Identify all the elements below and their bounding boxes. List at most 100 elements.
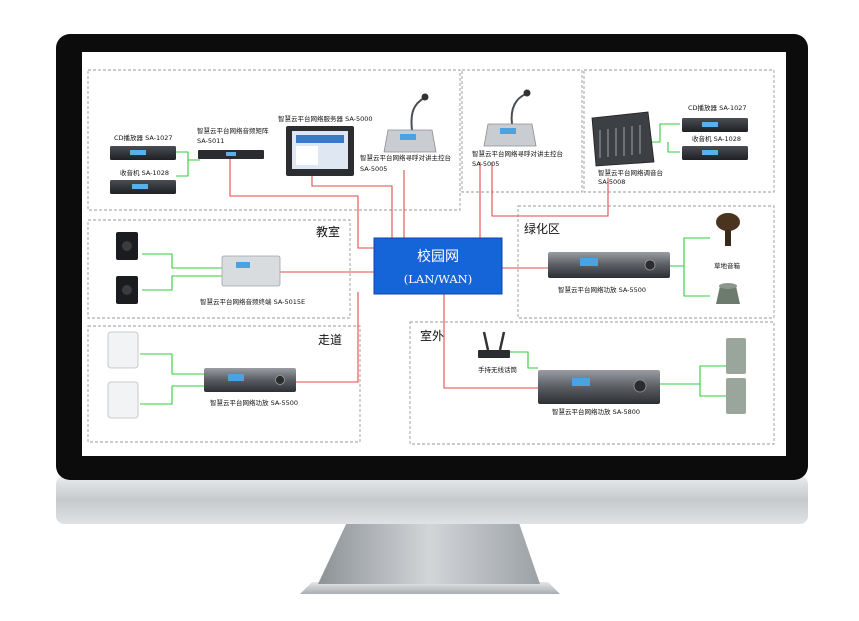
amplifier-icon (548, 252, 670, 278)
intercom-right: 智慧云平台网络寻呼对讲主控台 SA-5005 (472, 89, 563, 168)
zone-classroom (87, 219, 351, 319)
cd-player-left: CD播放器 SA-1027 (110, 133, 176, 160)
mic-head (523, 89, 531, 97)
monitor-chin (56, 476, 808, 524)
zone-outdoor (409, 321, 775, 445)
zone-green-area (517, 205, 775, 319)
lawn-speaker-icon (716, 213, 740, 231)
amp-display (228, 374, 244, 381)
monitor-stand-neck (318, 520, 540, 584)
terminal-display (236, 262, 250, 268)
network-mixer: 智慧云平台网络调音台 SA-5008 (591, 111, 663, 186)
mixer-faders (599, 125, 641, 158)
radio-left: 收音机 SA-1028 (110, 168, 176, 194)
amp-knob (644, 259, 656, 271)
server-label: 智慧云平台网络服务器 SA-5000 (278, 114, 373, 123)
mic-receiver-icon (478, 350, 510, 358)
classroom-speakers (116, 232, 138, 304)
console-body (383, 129, 437, 153)
radio-right-label: 收音机 SA-1028 (692, 134, 741, 143)
audio-matrix-label-a: 智慧云平台网络音频矩阵 (197, 126, 269, 135)
zone-outdoor-title: 室外 (420, 328, 444, 343)
wireless-microphone-icon (498, 331, 506, 351)
lawn-speaker-top (719, 283, 737, 289)
amp-corridor: 智慧云平台网络功放 SA-5500 (204, 368, 298, 407)
amp-knob (275, 375, 285, 385)
mic-head (421, 93, 429, 101)
radio-left-label: 收音机 SA-1028 (120, 168, 169, 177)
radio-right: 收音机 SA-1028 (682, 134, 748, 160)
zone-boxes (87, 69, 775, 445)
amplifier-icon (538, 370, 660, 404)
zone-corridor-title: 走道 (318, 333, 342, 347)
terminal-icon (221, 255, 281, 287)
mixer-icon (591, 111, 655, 167)
audio-lines (140, 123, 726, 405)
lawn-speaker-label: 草地音箱 (714, 261, 741, 270)
rack-display (702, 150, 718, 155)
audio-matrix-label-b: SA-5011 (197, 137, 224, 145)
amp-display (572, 378, 590, 386)
zone-classroom-title: 教室 (316, 224, 340, 239)
server-screen-window (296, 135, 344, 143)
speaker-cone (122, 241, 132, 251)
console-body (483, 123, 537, 147)
wireless-microphone-icon (482, 331, 490, 351)
audio-matrix: 智慧云平台网络音频矩阵 SA-5011 (197, 126, 269, 159)
server-screen-panel (296, 146, 318, 165)
mixer-label-a: 智慧云平台网络调音台 (598, 168, 663, 177)
hub-box (373, 237, 503, 295)
audio-terminal: 智慧云平台网络音频终端 SA-5015E (200, 255, 305, 306)
zone-green-area-title: 绿化区 (524, 221, 560, 236)
console-display (400, 134, 416, 140)
rack-display (702, 122, 718, 127)
wireless-mic-label: 手持无线话筒 (478, 365, 518, 374)
wall-speaker-icon (107, 331, 139, 369)
amp-outdoor-label: 智慧云平台网络功放 SA-5800 (552, 407, 640, 416)
wireless-mic: 手持无线话筒 (478, 331, 518, 374)
lawn-speaker-icon (716, 286, 740, 304)
column-speaker-icon (726, 338, 746, 374)
zone-control-room (87, 69, 461, 211)
monitor-stand-base (300, 582, 560, 594)
lawn-speakers: 草地音箱 (714, 213, 741, 304)
hub-subtitle: (LAN/WAN) (404, 272, 472, 286)
terminal-label: 智慧云平台网络音频终端 SA-5015E (200, 297, 305, 306)
outdoor-column-speakers (726, 338, 746, 414)
cd-player-right-label: CD播放器 SA-1027 (688, 103, 747, 112)
amp-display (580, 258, 598, 266)
lawn-speaker-stem (725, 230, 731, 246)
corridor-speakers (107, 331, 139, 419)
intercom-left: 智慧云平台网络寻呼对讲主控台 SA-5005 (360, 93, 451, 173)
rack-display (132, 184, 148, 189)
amp-knob (633, 379, 647, 393)
intercom-left-label-b: SA-5005 (360, 165, 387, 173)
amp-outdoor: 智慧云平台网络功放 SA-5800 (538, 370, 660, 416)
amplifier-icon (204, 368, 296, 392)
cd-player-right: CD播放器 SA-1027 (682, 103, 748, 132)
rack-display (130, 150, 146, 155)
console-display (500, 128, 516, 134)
network-hub: 校园网 (LAN/WAN) (373, 237, 503, 295)
intercom-right-label-b: SA-5005 (472, 160, 499, 168)
network-server: 智慧云平台网络服务器 SA-5000 (278, 114, 373, 176)
cd-player-left-label: CD播放器 SA-1027 (114, 133, 173, 142)
zone-intercom-room (461, 69, 583, 193)
amp-corridor-label: 智慧云平台网络功放 SA-5500 (210, 398, 298, 407)
intercom-left-label-a: 智慧云平台网络寻呼对讲主控台 (360, 153, 451, 162)
network-lines (229, 150, 609, 389)
amp-green: 智慧云平台网络功放 SA-5500 (548, 252, 670, 294)
mixer-label-b: SA-5008 (598, 178, 625, 186)
wall-speaker-icon (107, 381, 139, 419)
gooseneck-microphone-icon (410, 97, 425, 131)
rack-display (226, 152, 236, 156)
hub-title: 校园网 (417, 248, 459, 265)
speaker-cone (122, 285, 132, 295)
zone-corridor (87, 325, 361, 443)
gooseneck-microphone-icon (510, 93, 527, 125)
intercom-right-label-a: 智慧云平台网络寻呼对讲主控台 (472, 149, 563, 158)
zone-mixer-room (583, 69, 775, 193)
amp-green-label: 智慧云平台网络功放 SA-5500 (558, 285, 646, 294)
column-speaker-icon (726, 378, 746, 414)
